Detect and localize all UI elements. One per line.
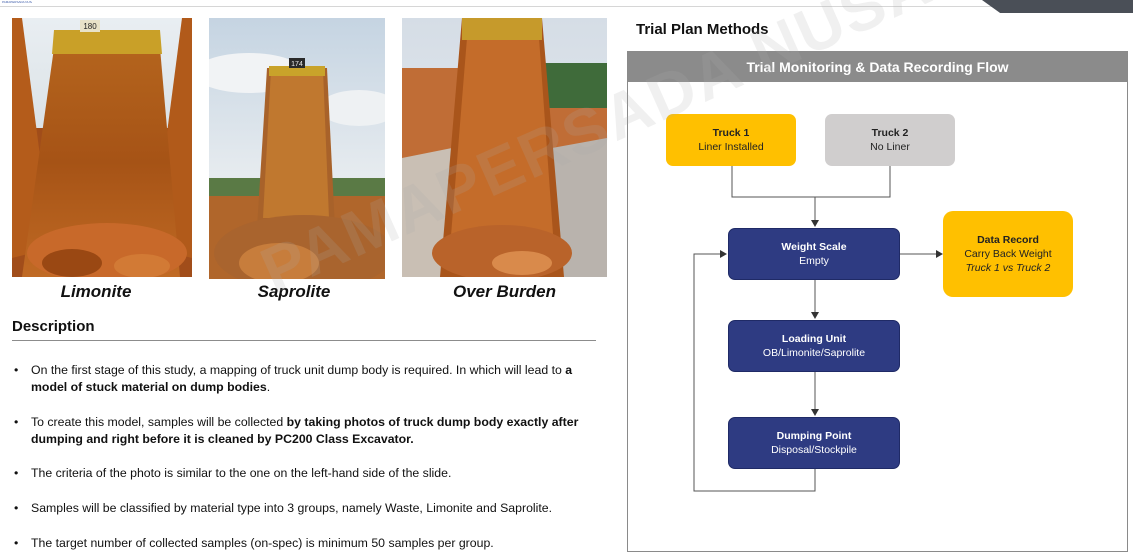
bullet-dot: •	[14, 363, 19, 377]
bullet-item: • On the first stage of this study, a ma…	[14, 363, 573, 394]
node-truck-1: Truck 1 Liner Installed	[666, 114, 796, 166]
node-loading-unit: Loading Unit OB/Limonite/Saprolite	[728, 320, 900, 372]
caption-saprolite: Saprolite	[257, 282, 331, 301]
description-title: Description	[12, 318, 95, 335]
trial-plan-title: Trial Plan Methods	[636, 21, 769, 38]
bullet-dot: •	[14, 501, 19, 515]
node-weight-scale: Weight Scale Empty	[728, 228, 900, 280]
bullet-dot: •	[14, 466, 19, 480]
bullet-dot: •	[14, 415, 19, 429]
node-data-record: Data Record Carry Back Weight Truck 1 vs…	[943, 211, 1073, 297]
company-logo: PAMAPERSADA NUSANTARA	[2, 0, 32, 4]
node-dumping-point: Dumping Point Disposal/Stockpile	[728, 417, 900, 469]
caption-limonite: Limonite	[60, 282, 132, 301]
caption-over-burden: Over Burden	[453, 282, 556, 301]
node-truck-2: Truck 2 No Liner	[825, 114, 955, 166]
description-divider	[12, 340, 596, 341]
photo-saprolite: 174	[209, 18, 385, 279]
top-divider	[0, 6, 1133, 7]
bullet-item: • To create this model, samples will be …	[14, 415, 579, 446]
photo-limonite: 180	[12, 18, 192, 277]
bullet-item: • Samples will be classified by material…	[14, 501, 553, 515]
bullet-item: • The target number of collected samples…	[14, 536, 494, 550]
corner-tab-decoration	[982, 0, 1133, 13]
svg-text:174: 174	[291, 61, 303, 68]
svg-text:180: 180	[83, 22, 97, 31]
flow-panel-title: Trial Monitoring & Data Recording Flow	[628, 52, 1127, 82]
photo-over-burden	[402, 18, 607, 277]
bullet-dot: •	[14, 536, 19, 550]
bullet-item: • The criteria of the photo is similar t…	[14, 466, 452, 480]
